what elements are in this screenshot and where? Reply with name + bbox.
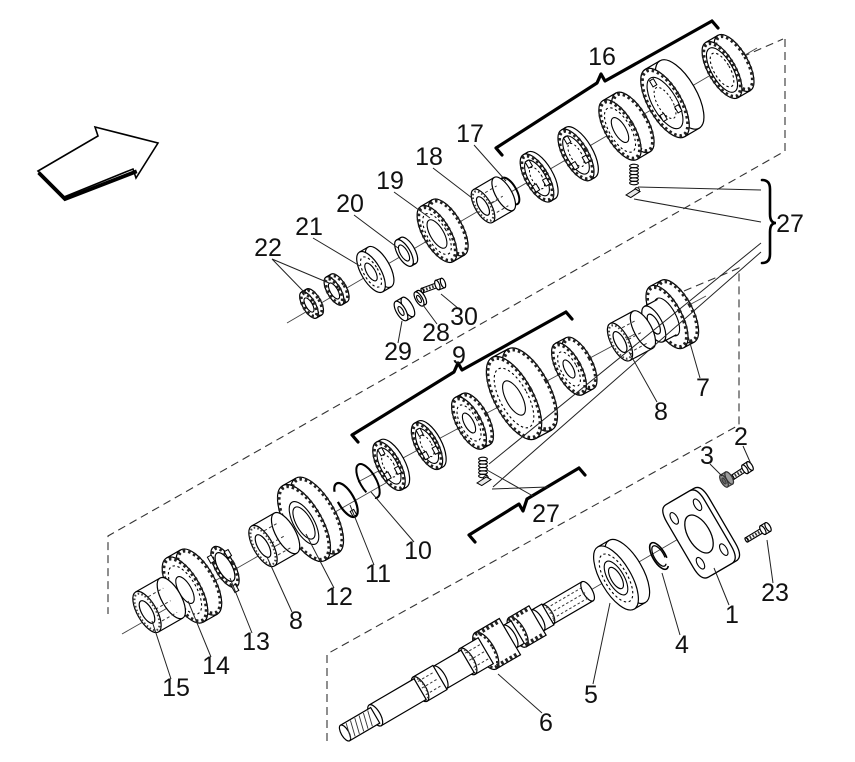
callout-8-mid: 8 [654, 398, 668, 426]
callout-23: 23 [761, 579, 789, 607]
frame-upper-dashed [107, 38, 786, 614]
callout-9: 9 [452, 342, 466, 370]
arrow-outline [36, 125, 160, 198]
callout-18: 18 [415, 143, 443, 171]
needle-bearing-18 [470, 176, 517, 224]
group-bracket-27 [467, 466, 587, 544]
block-arrow-right-icon [36, 125, 160, 202]
callout-15: 15 [162, 674, 190, 702]
spacer-3 [719, 471, 735, 488]
group-bracket-9 [350, 310, 574, 444]
flange-1 [659, 484, 743, 581]
callout-21: 21 [295, 213, 323, 241]
sliding-sleeve [701, 33, 755, 100]
callout-27-brace: 27 [776, 210, 804, 238]
synchro-ring-upper-b [557, 126, 599, 182]
callout-19: 19 [376, 167, 404, 195]
spacer-20 [394, 236, 419, 267]
callout-28: 28 [422, 319, 450, 347]
hub-mid [550, 336, 598, 396]
detent-pad-upper [625, 188, 641, 199]
bolt-23 [744, 521, 772, 543]
needle-bearing-8-mid [606, 310, 657, 362]
leader-lines [151, 144, 774, 714]
callout-10: 10 [404, 537, 432, 565]
parts-layer [132, 33, 772, 742]
callout-1: 1 [725, 601, 739, 629]
callout-14: 14 [202, 652, 230, 680]
callout-labels: 16 17 18 19 20 21 22 27 30 28 29 9 8 7 2… [162, 43, 804, 737]
callout-6: 6 [539, 709, 553, 737]
group-bracket-16 [494, 19, 720, 157]
needle-bearing-15 [132, 576, 187, 634]
detent-spring-upper [629, 163, 639, 186]
callout-11: 11 [365, 560, 391, 588]
needle-bearing-8-lower [248, 511, 301, 568]
callout-4: 4 [675, 631, 689, 659]
ring-nut-22b [323, 273, 350, 306]
synchro-hub-left [372, 438, 411, 491]
gear-14 [161, 548, 223, 624]
snap-ring-10 [355, 463, 381, 499]
synchro-ring-upper-a [519, 150, 559, 203]
synchro-hub-main [640, 59, 705, 139]
annotations [36, 19, 777, 714]
shaft-6 [338, 580, 596, 742]
callout-12: 12 [325, 583, 353, 611]
cap-29 [393, 296, 416, 322]
gear-cluster [485, 347, 559, 441]
callout-7: 7 [696, 374, 710, 402]
callout-8-lower: 8 [289, 607, 303, 635]
callout-27-bracket: 27 [532, 500, 560, 528]
callout-29: 29 [384, 338, 412, 366]
callout-22: 22 [254, 234, 282, 262]
callout-30: 30 [450, 303, 478, 331]
snap-ring-4 [648, 541, 670, 571]
synchro-ring-mid [410, 420, 447, 471]
bolt-30 [420, 277, 447, 294]
arrow-shadow-edge [37, 169, 138, 202]
callout-2: 2 [734, 423, 748, 451]
callout-20: 20 [336, 190, 364, 218]
frame-lower-dashed [326, 267, 740, 745]
callout-3: 3 [700, 442, 714, 470]
detent-spring-mid [478, 456, 488, 479]
callout-16: 16 [588, 43, 616, 71]
ring-nut-22a [299, 288, 325, 319]
bearing-21 [356, 245, 395, 294]
gear-19 [416, 198, 469, 264]
callout-13: 13 [242, 628, 270, 656]
detent-pad-mid [476, 476, 492, 487]
dog-gear [598, 91, 655, 161]
gear-12 [276, 476, 345, 563]
callout-17: 17 [456, 120, 484, 148]
callout-5: 5 [584, 681, 598, 709]
bearing-5 [593, 538, 651, 611]
washer-28 [413, 289, 428, 307]
group-brace-27 [760, 178, 777, 265]
splined-plate [450, 392, 495, 450]
